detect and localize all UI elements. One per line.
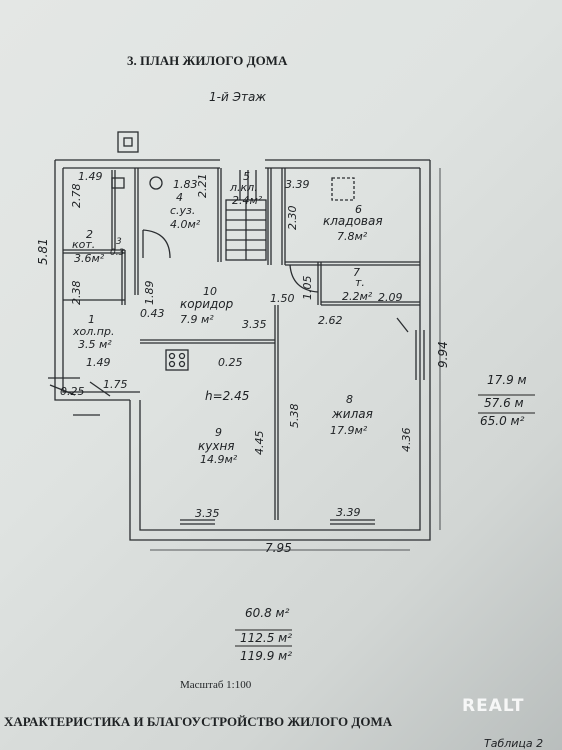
room-10-number: 10 [203, 285, 217, 298]
room-6-number: 6 [355, 203, 362, 216]
outer-wall-right-bottom [129, 160, 431, 541]
room-4-area: 4.0м² [170, 218, 201, 231]
door-arc-bathroom [142, 229, 171, 259]
dim-2-21: 2.21 [196, 173, 209, 199]
dim-9-94: 9.94 [436, 341, 450, 368]
room-9-number: 9 [215, 426, 222, 439]
dim-3-39-top: 3.39 [285, 178, 310, 191]
room-10-name: коридор [180, 297, 234, 311]
floor-label: 1-й Этаж [209, 90, 267, 104]
dim-4-36: 4.36 [400, 427, 413, 453]
windows-bottom [180, 519, 375, 525]
section-title: 3. ПЛАН ЖИЛОГО ДОМА [127, 53, 288, 68]
dim-1-83: 1.83 [173, 178, 198, 191]
room-6-area: 7.8м² [337, 230, 368, 243]
dim-1-89: 1.89 [143, 280, 156, 306]
chimney [117, 131, 139, 153]
room-1-area: 3.5 м² [78, 338, 112, 351]
realt-watermark: REALT [462, 696, 525, 716]
room-3-number: 3 [116, 237, 122, 247]
toilet-symbol [149, 176, 163, 190]
stove [165, 349, 189, 371]
room-5-number: 5 [243, 170, 250, 183]
room-1-number: 1 [88, 313, 95, 326]
summary-bottom-line1: 60.8 м² [245, 606, 290, 620]
room-7-area: 2.2м² [342, 290, 373, 303]
room-8-number: 8 [346, 393, 353, 406]
summary-bottom-line3: 119.9 м² [240, 649, 293, 663]
window-right [415, 330, 425, 380]
room-10-area: 7.9 м² [180, 313, 214, 326]
dim-5-38: 5.38 [288, 403, 301, 429]
table-label: Таблица 2 [484, 737, 544, 750]
room-2-name: кот. [72, 238, 96, 251]
room-4-number: 4 [176, 191, 183, 204]
summary-right-line2: 57.6 м [484, 396, 524, 410]
dim-1-49-top: 1.49 [78, 170, 103, 183]
dim-0-25-a: 0.25 [218, 356, 243, 369]
dim-0-43: 0.43 [140, 307, 165, 320]
summary-bottom-line2: 112.5 м² [240, 631, 293, 645]
dim-4-45: 4.45 [253, 430, 266, 456]
dim-2-62: 2.62 [318, 314, 343, 327]
room-4-name: с.уз. [170, 204, 196, 217]
room-3-area: 0.3 [110, 248, 125, 258]
summary-right-line3: 65.0 м² [480, 414, 525, 428]
room-1-name: хол.пр. [73, 325, 115, 338]
dim-2-30: 2.30 [286, 205, 299, 231]
room-7-name: т. [355, 276, 365, 289]
dim-2-38: 2.38 [70, 280, 83, 306]
dim-2-78: 2.78 [70, 183, 83, 209]
dim-3-35-bottom: 3.35 [195, 507, 220, 520]
room-8-area: 17.9м² [330, 424, 368, 437]
dim-3-35-mid: 3.35 [242, 318, 267, 331]
dim-7-95: 7.95 [265, 541, 292, 555]
next-section-title: ХАРАКТЕРИСТИКА И БЛАГОУСТРОЙСТВО ЖИЛОГО … [4, 714, 393, 729]
storage-dashed-box [331, 177, 355, 201]
door-arc-storage [289, 264, 319, 293]
room-6-name: кладовая [323, 214, 383, 228]
room-8-name: жилая [332, 407, 373, 421]
summary-right-line1: 17.9 м [487, 373, 527, 387]
room-2-number: 2 [86, 228, 93, 241]
dim-5-81: 5.81 [36, 238, 50, 265]
dim-0-25-b: 0.25 [60, 385, 85, 398]
dim-2-09: 2.09 [378, 291, 403, 304]
room-2-area: 3.6м² [74, 252, 105, 265]
dim-1-50: 1.50 [270, 292, 295, 305]
dim-1-05: 1.05 [301, 275, 314, 301]
scale-label: Масштаб 1:100 [180, 679, 252, 691]
room-7-number: 7 [353, 266, 360, 279]
ceiling-height: h=2.45 [205, 389, 250, 403]
room-5-area: 2.4м² [232, 194, 263, 207]
dim-3-39-bottom: 3.39 [336, 506, 361, 519]
room-9-name: кухня [198, 439, 235, 453]
dim-1-75: 1.75 [103, 378, 128, 391]
room-5-name: л.кл. [230, 181, 258, 194]
room-9-area: 14.9м² [200, 453, 238, 466]
dim-1-49-low: 1.49 [86, 356, 111, 369]
